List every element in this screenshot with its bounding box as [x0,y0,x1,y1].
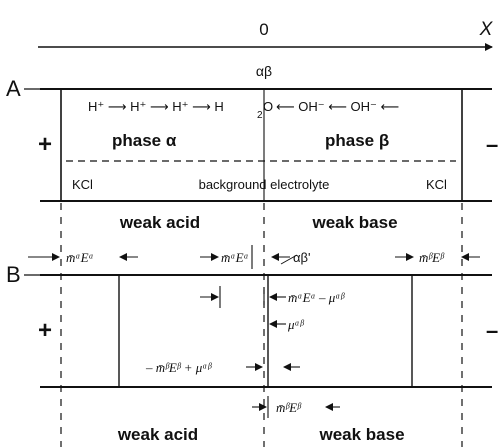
panel-a-weak-base: weak base [311,213,397,232]
inner-markers: m̄ᵅEᵅ – μᵅᵝ μᵅᵝ – m̄ᵝEᵝ + μᵅᵝ [145,286,345,375]
panel-b-plus-sign: + [38,317,52,344]
kcl-left-label: KCl [72,177,93,192]
term-mu: μᵅᵝ [287,317,305,332]
panel-b-weak-acid: weak acid [117,425,198,444]
term-mb-eb-right: m̄ᵝEᵝ [419,250,445,265]
panel-b: B + – m̄ᵅEᵅ m̄ᵅEᵅ αβ' m̄ᵝEᵝ [6,245,498,444]
term-ma-ea-left: m̄ᵅEᵅ [66,250,94,265]
panel-a-plus-sign: + [38,131,52,158]
panel-b-weak-base: weak base [318,425,404,444]
term-ma-ea-minus-mu: m̄ᵅEᵅ – μᵅᵝ [288,290,345,305]
kcl-right-label: KCl [426,177,447,192]
ion-flow-water-subscript: 2 [257,110,263,121]
phase-alpha-label: phase α [112,131,177,150]
panel-b-interface-label: αβ' [293,250,310,265]
ion-flow-left: H⁺ ⟶ H⁺ ⟶ H⁺ ⟶ H [88,99,224,114]
axis-origin-label: 0 [259,20,268,39]
term-neg-mb-eb-plus-mu: – m̄ᵝEᵝ + μᵅᵝ [145,360,212,375]
panel-b-label: B [6,262,21,287]
bottom-marker: m̄ᵝEᵝ [252,396,340,418]
x-axis: 0 X [38,19,494,51]
top-row-markers: m̄ᵅEᵅ m̄ᵅEᵅ αβ' m̄ᵝEᵝ [28,245,480,269]
panel-a-minus-sign: – [486,132,498,157]
axis-x-label: X [479,19,494,40]
term-mb-eb-bottom: m̄ᵝEᵝ [276,400,302,415]
panel-a-weak-acid: weak acid [119,213,200,232]
panel-b-minus-sign: – [486,318,498,343]
ion-flow-right: ⟵ OH⁻ ⟵ OH⁻ ⟵ [276,99,399,114]
panel-a-interface-label: αβ [256,63,272,79]
phase-beta-label: phase β [325,131,389,150]
term-ma-ea-mid: m̄ᵅEᵅ [221,250,249,265]
panel-a: A αβ H⁺ ⟶ H⁺ ⟶ H⁺ ⟶ H 2 O ⟵ OH⁻ ⟵ OH⁻ ⟵ … [6,63,498,232]
dashed-guides [60,203,463,447]
ion-flow-water-o: O [263,99,273,114]
panel-a-label: A [6,76,21,101]
background-electrolyte-label: background electrolyte [199,177,330,192]
